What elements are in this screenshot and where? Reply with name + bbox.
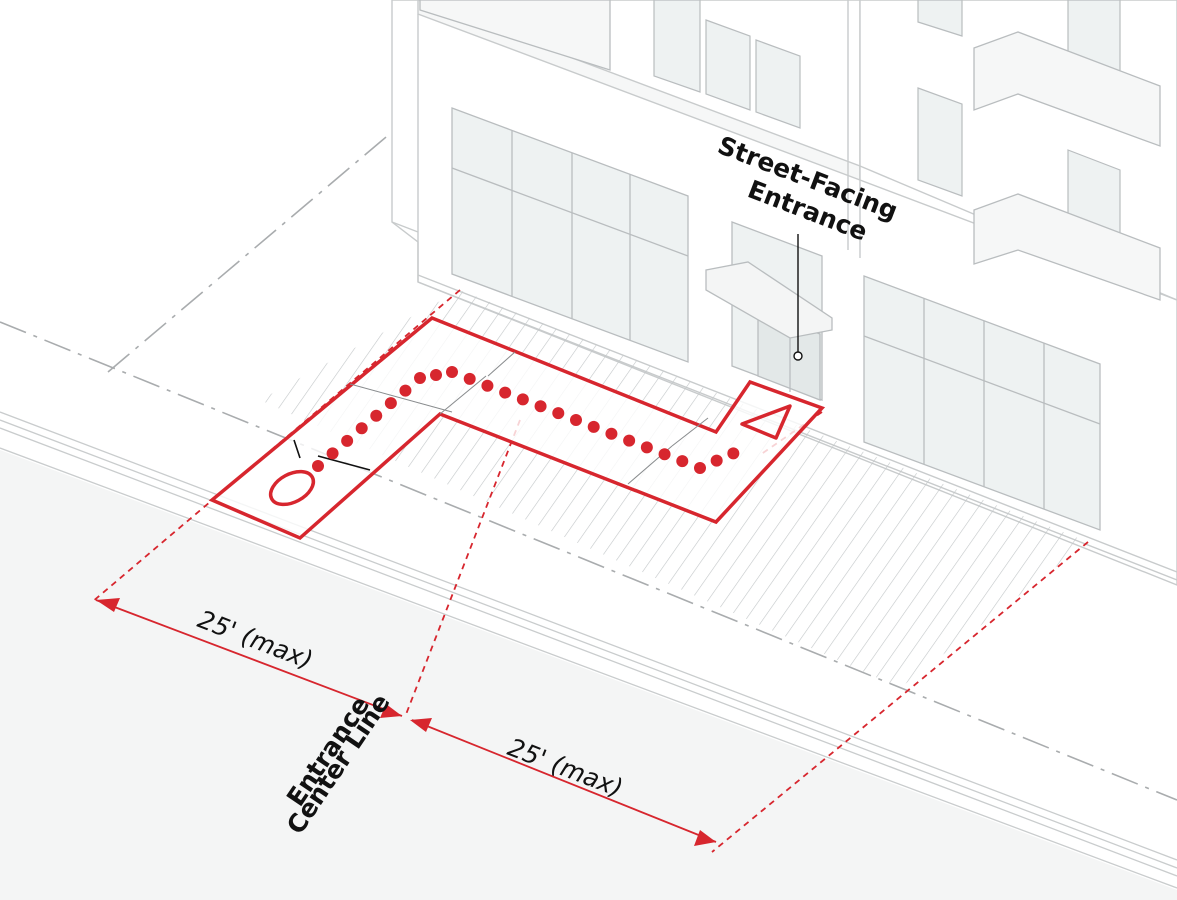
route-dot (370, 409, 383, 422)
route-dot (727, 447, 740, 460)
zone-gridlines (349, 351, 709, 485)
centerline-tick (293, 439, 371, 471)
route-dot (414, 372, 426, 384)
route-dot (516, 393, 529, 406)
route-dot (623, 434, 636, 447)
route-dot (430, 369, 442, 381)
route-dot (446, 366, 458, 378)
route-dot (341, 434, 354, 447)
destination-marker (740, 404, 792, 440)
route-dot (463, 372, 476, 385)
origin-marker (268, 469, 316, 507)
route-dot (384, 397, 397, 410)
route-dot (534, 400, 547, 413)
route-dot (570, 414, 582, 426)
path-of-travel (312, 366, 740, 474)
route-dot (481, 379, 494, 392)
route-dot (552, 407, 565, 420)
route-dot (399, 384, 412, 397)
route-dot (355, 422, 368, 435)
entrance-door (705, 221, 833, 401)
route-dot (676, 455, 689, 468)
route-dot (605, 427, 618, 440)
roadway (0, 450, 1177, 900)
storefront-right (863, 275, 1101, 531)
balconies (419, 0, 1161, 301)
route-dot (587, 420, 600, 433)
route-dot (694, 462, 706, 474)
route-dot (326, 447, 339, 460)
curb-lines (0, 411, 1177, 889)
route-dot (658, 448, 671, 461)
route-dot (312, 460, 324, 472)
storefront-left (451, 107, 689, 363)
route-dot (640, 441, 653, 454)
dimension-lines (95, 598, 717, 846)
property-lines (0, 131, 1177, 801)
route-dot (710, 454, 723, 467)
entrance-zone (208, 315, 826, 541)
entrance-callout-leader (793, 234, 803, 361)
route-dot (499, 386, 512, 399)
